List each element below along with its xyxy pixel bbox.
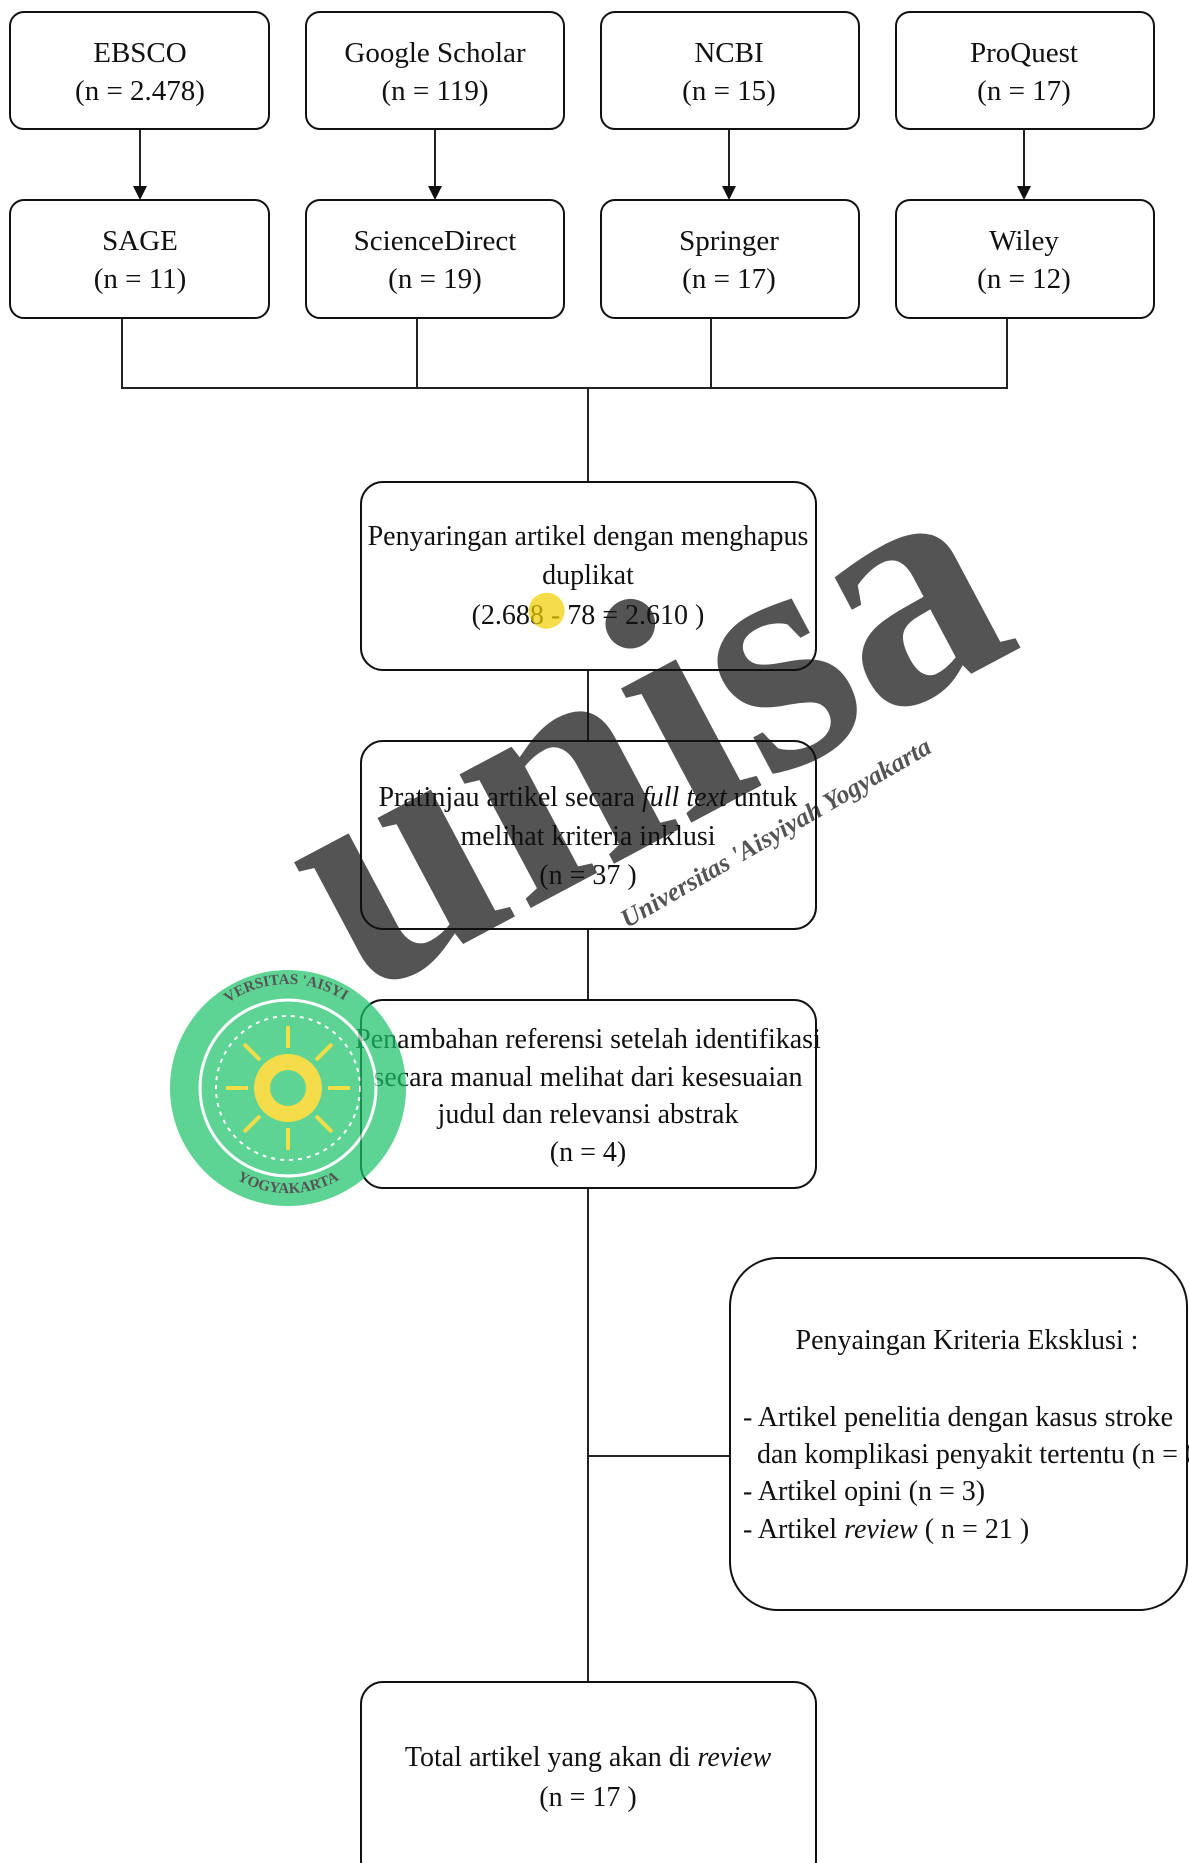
manual-addition-box: Penambahan referensi setelah identifikas…: [355, 999, 821, 1189]
total-articles-box: Total artikel yang akan di review (n = 1…: [360, 1681, 817, 1863]
fulltext-italic-term: full text: [642, 782, 728, 813]
source-box-wiley: Wiley (n = 12): [895, 199, 1155, 319]
screening-duplicates-box: Penyaringan artikel dengan menghapus dup…: [360, 481, 817, 671]
fulltext-line: Pratinjau artikel secara full text untuk: [378, 782, 797, 813]
total-count: (n = 17 ): [539, 1782, 636, 1813]
source-box-google-scholar: Google Scholar (n = 119): [305, 11, 565, 130]
screening-line: Penyaringan artikel dengan menghapus: [368, 521, 809, 552]
source-count: (n = 119): [381, 75, 488, 107]
manual-line: secara manual melihat dari kesesuaian: [373, 1062, 802, 1093]
source-count: (n = 15): [682, 75, 776, 107]
source-box-sage: SAGE (n = 11): [9, 199, 270, 319]
manual-count: (n = 4): [550, 1137, 626, 1168]
connector-lines: [121, 129, 1031, 1682]
source-name: EBSCO: [93, 37, 186, 69]
screening-count: (2.688 - 78 = 2.610 ): [472, 600, 705, 631]
exclusion-text: - Artikel: [743, 1514, 844, 1545]
source-box-sciencedirect: ScienceDirect (n = 19): [305, 199, 565, 319]
fulltext-count: (n = 37 ): [539, 860, 636, 891]
source-box-ncbi: NCBI (n = 15): [600, 11, 860, 130]
source-name: Wiley: [989, 225, 1059, 257]
total-line: Total artikel yang akan di review: [405, 1742, 772, 1773]
source-count: (n = 11): [94, 263, 187, 295]
source-count: (n = 2.478): [75, 75, 205, 107]
sources-top-row: EBSCO (n = 2.478) Google Scholar (n = 11…: [9, 11, 1155, 130]
exclusion-title: Penyaingan Kriteria Eksklusi :: [796, 1325, 1139, 1356]
screening-line: duplikat: [542, 560, 634, 591]
fulltext-text: untuk: [727, 782, 798, 813]
source-name: Google Scholar: [344, 37, 526, 69]
source-name: SAGE: [102, 225, 178, 257]
university-seal-icon: UNIVERSITAS 'AISYIYAH YOGYAKARTA: [170, 970, 406, 1206]
source-box-springer: Springer (n = 17): [600, 199, 860, 319]
fulltext-text: Pratinjau artikel secara: [378, 782, 642, 813]
source-count: (n = 17): [682, 263, 776, 295]
exclusion-item: - Artikel review ( n = 21 ): [743, 1514, 1029, 1545]
exclusion-italic-term: review: [844, 1514, 918, 1545]
source-count: (n = 17): [977, 75, 1071, 107]
source-box-ebsco: EBSCO (n = 2.478): [9, 11, 270, 130]
fulltext-line: melihat kriteria inklusi: [460, 821, 715, 852]
sources-bottom-row: SAGE (n = 11) ScienceDirect (n = 19) Spr…: [9, 199, 1155, 319]
exclusion-item: - Artikel opini (n = 3): [743, 1476, 985, 1507]
source-name: Springer: [679, 225, 779, 257]
manual-line: Penambahan referensi setelah identifikas…: [355, 1024, 821, 1055]
exclusion-item: - Artikel penelitia dengan kasus stroke: [743, 1402, 1173, 1433]
source-name: NCBI: [694, 37, 763, 69]
source-name: ProQuest: [970, 37, 1078, 69]
source-count: (n = 19): [388, 263, 482, 295]
total-text: Total artikel yang akan di: [405, 1742, 698, 1773]
exclusion-item: dan komplikasi penyakit tertentu (n = 0 …: [757, 1439, 1189, 1470]
fulltext-review-box: Pratinjau artikel secara full text untuk…: [360, 740, 817, 930]
exclusion-criteria-box: Penyaingan Kriteria Eksklusi : - Artikel…: [729, 1257, 1189, 1611]
source-name: ScienceDirect: [354, 225, 517, 257]
manual-line: judul dan relevansi abstrak: [437, 1099, 739, 1130]
total-italic-term: review: [698, 1742, 772, 1773]
source-box-proquest: ProQuest (n = 17): [895, 11, 1155, 130]
exclusion-text: ( n = 21 ): [918, 1514, 1029, 1545]
source-count: (n = 12): [977, 263, 1071, 295]
